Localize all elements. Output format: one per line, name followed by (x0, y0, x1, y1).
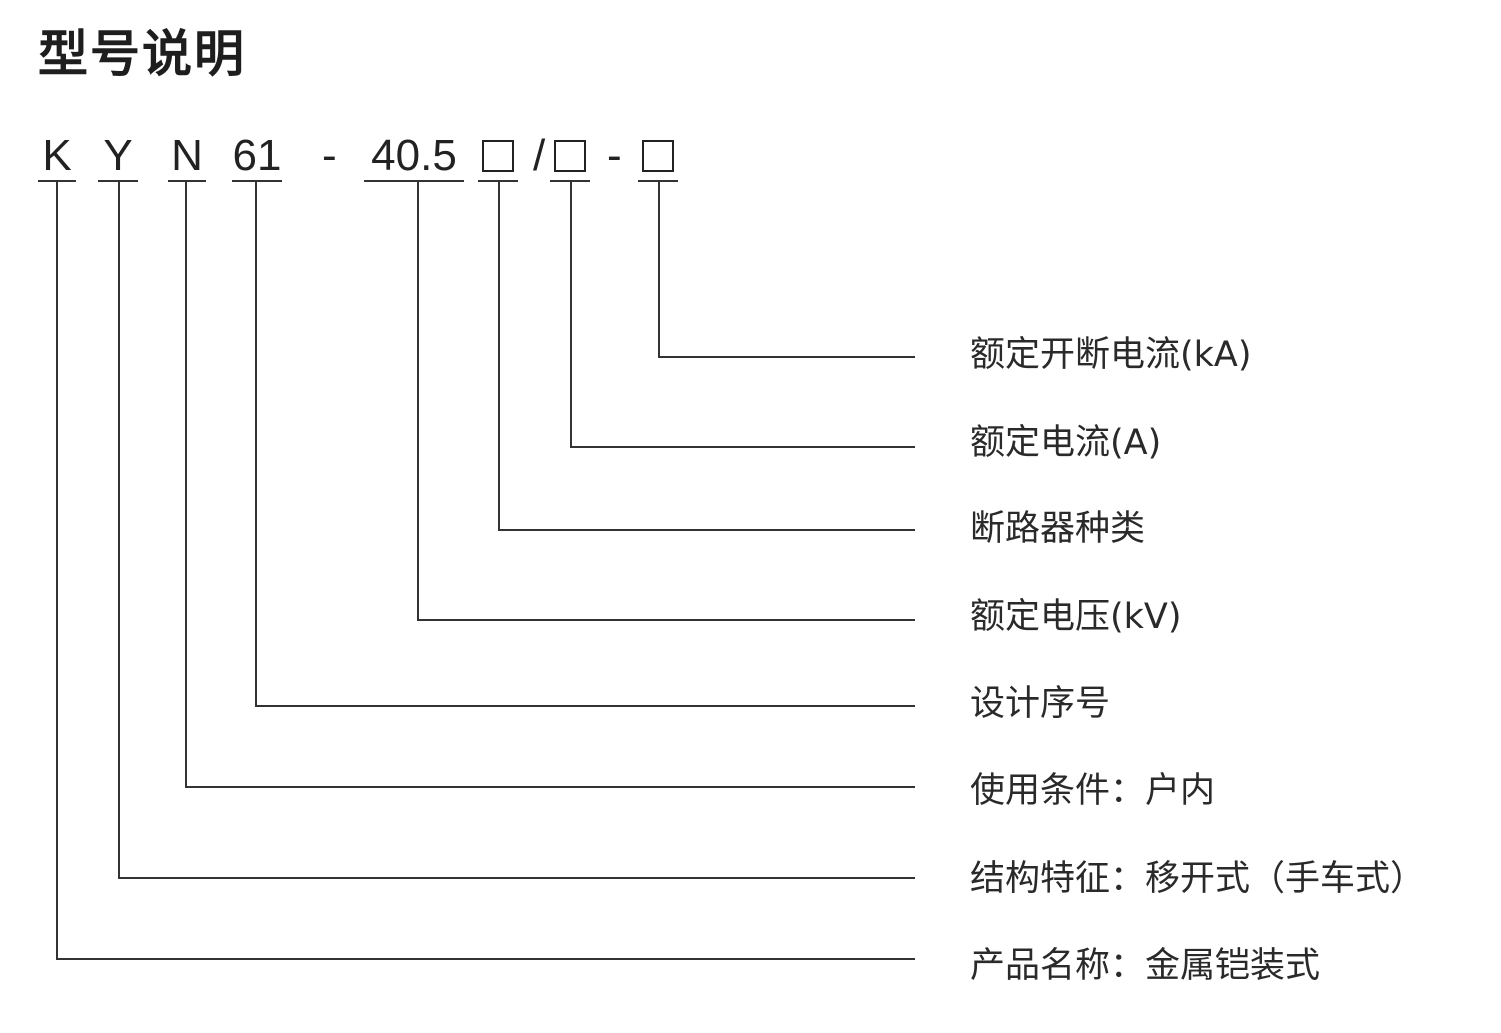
code-letter-y: Y (103, 131, 133, 180)
code-letter-n: N (171, 131, 203, 180)
code-breaking-current-box (642, 140, 674, 172)
code-design-number: 61 (232, 131, 282, 180)
desc-design-number: 设计序号 (970, 684, 1111, 724)
leader-breaking-current (658, 182, 915, 358)
desc-rated-breaking-current: 额定开断电流(kA) (970, 335, 1252, 375)
underline-design-number (232, 180, 282, 182)
code-breaker-type-box (482, 140, 514, 172)
underline-y (98, 180, 138, 182)
code-rated-current-box (554, 140, 586, 172)
leader-design-number (255, 182, 915, 707)
desc-product-name: 产品名称：金属铠装式 (970, 946, 1321, 986)
leader-product-name (56, 182, 915, 960)
desc-rated-voltage: 额定电压(kV) (970, 597, 1182, 637)
leader-rated-voltage (417, 182, 915, 621)
underline-breaker-type (478, 180, 518, 182)
leader-breaker-type (498, 182, 915, 531)
leader-structure (118, 182, 915, 879)
underline-voltage (364, 180, 464, 182)
desc-breaker-type: 断路器种类 (970, 509, 1146, 549)
page-title: 型号说明 (38, 25, 246, 83)
leader-use-condition (185, 182, 915, 788)
leader-rated-current (570, 182, 915, 448)
desc-use-condition: 使用条件：户内 (970, 771, 1216, 811)
underline-n (168, 180, 206, 182)
code-letter-k: K (42, 131, 72, 180)
desc-structure-feature: 结构特征：移开式（手车式） (970, 859, 1426, 899)
code-dash-2: - (607, 131, 622, 180)
underline-breaking-current (638, 180, 678, 182)
code-dash-1: - (322, 131, 337, 180)
underline-rated-current (550, 180, 590, 182)
code-slash: / (533, 131, 546, 180)
code-voltage: 40.5 (371, 131, 457, 180)
desc-rated-current: 额定电流(A) (970, 423, 1162, 463)
underline-k (38, 180, 76, 182)
